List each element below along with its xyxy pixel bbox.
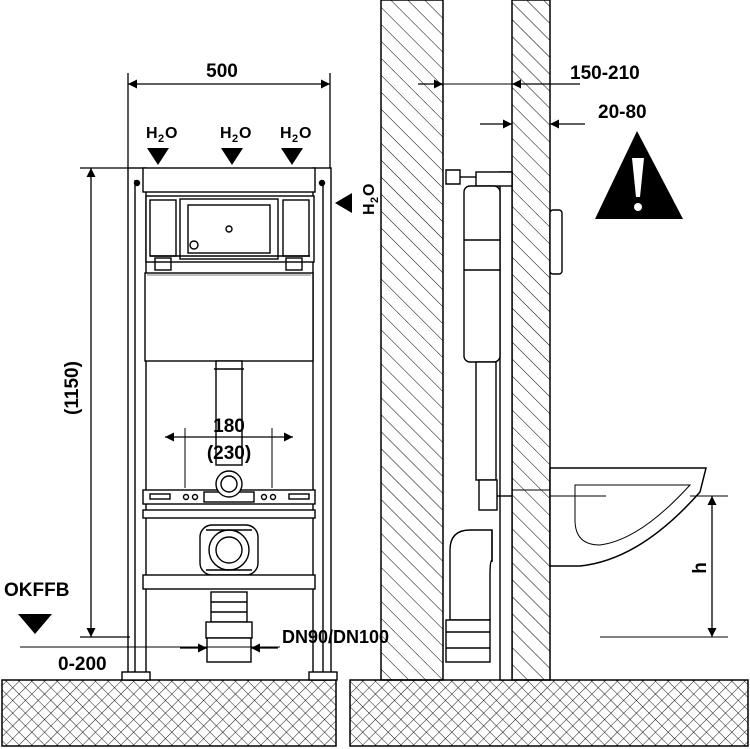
svg-text:O: O — [361, 184, 378, 196]
svg-text:2: 2 — [232, 133, 238, 145]
frame-side-view — [445, 169, 563, 681]
bowl-height-label: h — [690, 562, 711, 574]
dimension-lines — [20, 73, 728, 653]
water-inlet-top-right: H 2 O — [280, 125, 311, 165]
svg-text:2: 2 — [158, 133, 164, 145]
svg-text:O: O — [299, 125, 311, 142]
svg-text:O: O — [239, 125, 251, 142]
svg-text:2: 2 — [292, 133, 298, 145]
floor-right — [349, 679, 749, 747]
svg-text:2: 2 — [369, 197, 381, 203]
h2o-label: H — [220, 125, 232, 142]
pipe-spacing-alt-label: (230) — [207, 443, 251, 464]
floor-left — [1, 679, 337, 747]
water-inlet-side: H 2 O — [335, 184, 381, 215]
floor-level-marker: OKFFB — [4, 580, 69, 634]
arrow-down-icon — [18, 614, 52, 634]
floor-offset-label: 0-200 — [58, 654, 107, 675]
h2o-label: H — [146, 125, 158, 142]
drain-size-label: DN90/DN100 — [282, 627, 389, 647]
svg-text:O: O — [165, 125, 177, 142]
water-inlet-top-left: H 2 O — [146, 125, 177, 165]
arrow-down-icon — [221, 148, 243, 165]
warning-triangle-icon — [595, 131, 683, 219]
panel-distance-label: 20-80 — [598, 102, 647, 123]
arrow-down-icon — [147, 148, 169, 165]
wall-distance-label: 150-210 — [570, 63, 640, 84]
wall-rear — [380, 0, 444, 681]
arrow-down-icon — [281, 148, 303, 165]
h2o-label: H — [361, 203, 378, 215]
frame-front-view — [121, 167, 338, 681]
frame-width-label: 500 — [206, 61, 238, 82]
arrow-left-icon — [335, 193, 352, 213]
toilet-bowl — [512, 467, 707, 567]
wall-front — [511, 0, 551, 681]
h2o-label: H — [280, 125, 292, 142]
water-inlet-top-center: H 2 O — [220, 125, 251, 165]
frame-height-label: (1150) — [62, 361, 83, 415]
pipe-spacing-label: 180 — [213, 416, 245, 437]
okffb-label: OKFFB — [4, 580, 69, 601]
